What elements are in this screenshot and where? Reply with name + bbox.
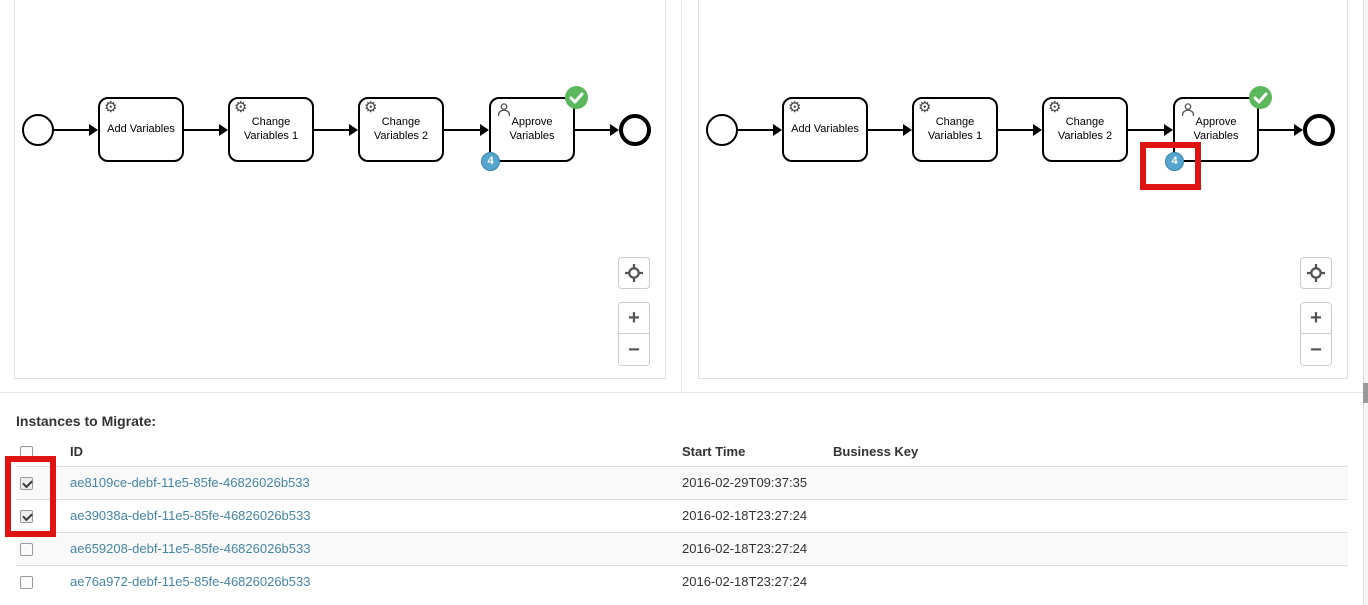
check-icon (569, 92, 584, 104)
zoom-reset-button[interactable] (618, 257, 650, 289)
sequence-flow (575, 129, 610, 131)
red-highlight-rectangle-checkboxes (5, 456, 56, 537)
source-diagram-panel: ⚙ Add Variables ⚙ Change Variables 1 ⚙ C… (14, 0, 666, 379)
instance-checkbox[interactable] (20, 576, 33, 590)
task-approve-variables[interactable]: Approve Variables 4 (481, 86, 588, 171)
instance-id-link[interactable]: ae39038a-debf-11e5-85fe-46826026b533 (70, 508, 311, 523)
instance-row: ae39038a-debf-11e5-85fe-46826026b533 201… (16, 499, 1348, 532)
zoom-button-group: + − (1300, 302, 1332, 366)
sequence-flow-arrowhead (219, 124, 228, 136)
instance-id-link[interactable]: ae8109ce-debf-11e5-85fe-46826026b533 (70, 475, 310, 490)
sequence-flow-arrowhead (1033, 124, 1042, 136)
sequence-flow (738, 129, 774, 131)
task-change-variables-2[interactable]: ⚙ Change Variables 2 (1042, 97, 1128, 162)
service-task-gear-icon: ⚙ (918, 99, 932, 116)
sequence-flow (1259, 129, 1294, 131)
task-label: Change Variables 2 (1057, 115, 1113, 142)
instance-checkbox[interactable] (20, 543, 33, 557)
sequence-flow-arrowhead (773, 124, 782, 136)
task-label: Change Variables 2 (373, 115, 429, 142)
sequence-flow (54, 129, 90, 131)
service-task-gear-icon: ⚙ (788, 99, 802, 116)
task-label: Change Variables 1 (243, 115, 299, 142)
zoom-out-button[interactable]: − (1301, 334, 1331, 365)
sequence-flow (998, 129, 1033, 131)
instance-checkbox[interactable] (20, 477, 33, 491)
end-event (1303, 114, 1335, 146)
task-label: Approve Variables (509, 115, 555, 142)
instance-count-badge: 4 (1165, 152, 1184, 171)
column-header-start-time: Start Time (674, 438, 825, 467)
instances-table: ID Start Time Business Key ae8109ce-debf… (16, 438, 1348, 598)
instance-start-time: 2016-02-29T09:37:35 (682, 475, 808, 490)
sequence-flow (314, 129, 349, 131)
sequence-flow-arrowhead (1294, 124, 1303, 136)
zoom-in-button[interactable]: + (1301, 303, 1331, 334)
instance-row: ae659208-debf-11e5-85fe-46826026b533 201… (16, 532, 1348, 565)
instance-row: ae76a972-debf-11e5-85fe-46826026b533 201… (16, 565, 1348, 598)
start-event (706, 114, 738, 146)
column-header-id: ID (62, 438, 674, 467)
table-header-row: ID Start Time Business Key (16, 438, 1348, 467)
instance-count-badge: 4 (481, 152, 500, 171)
crosshair-move-icon (1307, 264, 1325, 282)
instance-row: ae8109ce-debf-11e5-85fe-46826026b533 201… (16, 466, 1348, 499)
sequence-flow-arrowhead (89, 124, 98, 136)
task-change-variables-1[interactable]: ⚙ Change Variables 1 (912, 97, 998, 162)
column-header-business-key: Business Key (825, 438, 1348, 467)
task-add-variables[interactable]: ⚙ Add Variables (782, 97, 868, 162)
instance-business-key (825, 565, 1348, 598)
instance-business-key (825, 466, 1348, 499)
sequence-flow (444, 129, 480, 131)
end-event (619, 114, 651, 146)
task-change-variables-2[interactable]: ⚙ Change Variables 2 (358, 97, 444, 162)
zoom-in-button[interactable]: + (619, 303, 649, 334)
zoom-out-button[interactable]: − (619, 334, 649, 365)
zoom-reset-button[interactable] (1300, 257, 1332, 289)
instance-business-key (825, 532, 1348, 565)
completed-check-badge (1249, 86, 1272, 109)
task-label: Approve Variables (1193, 115, 1239, 142)
instances-section: Instances to Migrate: ID Start Time Busi… (0, 392, 1368, 598)
user-task-icon (1181, 103, 1195, 116)
sequence-flow-arrowhead (1164, 124, 1173, 136)
instance-start-time: 2016-02-18T23:27:24 (682, 574, 808, 590)
zoom-button-group: + − (618, 302, 650, 366)
sequence-flow-arrowhead (480, 124, 489, 136)
sequence-flow (1128, 129, 1164, 131)
service-task-gear-icon: ⚙ (364, 99, 378, 116)
user-task-icon (497, 103, 511, 116)
sequence-flow-arrowhead (349, 124, 358, 136)
target-diagram-panel: ⚙ Add Variables ⚙ Change Variables 1 ⚙ C… (698, 0, 1348, 379)
completed-check-badge (565, 86, 588, 109)
service-task-gear-icon: ⚙ (104, 99, 118, 116)
column-divider (681, 0, 682, 392)
task-label: Add Variables (791, 122, 859, 135)
task-label: Add Variables (107, 122, 175, 135)
sequence-flow-arrowhead (610, 124, 619, 136)
instances-heading: Instances to Migrate: (16, 413, 157, 429)
task-approve-variables[interactable]: Approve Variables 4 (1165, 86, 1272, 171)
instance-start-time: 2016-02-18T23:27:24 (682, 541, 808, 556)
task-add-variables[interactable]: ⚙ Add Variables (98, 97, 184, 162)
instance-id-link[interactable]: ae76a972-debf-11e5-85fe-46826026b533 (70, 574, 311, 590)
check-icon (1253, 92, 1268, 104)
instance-business-key (825, 499, 1348, 532)
start-event (22, 114, 54, 146)
sequence-flow-arrowhead (903, 124, 912, 136)
instance-checkbox[interactable] (20, 510, 33, 524)
sequence-flow (868, 129, 903, 131)
red-highlight-rectangle-badge (1140, 142, 1201, 190)
scrollbar-thumb[interactable] (1363, 383, 1368, 403)
sequence-flow (184, 129, 219, 131)
vertical-scrollbar[interactable] (1363, 0, 1368, 605)
task-label: Change Variables 1 (927, 115, 983, 142)
instance-id-link[interactable]: ae659208-debf-11e5-85fe-46826026b533 (70, 541, 311, 556)
service-task-gear-icon: ⚙ (1048, 99, 1062, 116)
crosshair-move-icon (625, 264, 643, 282)
service-task-gear-icon: ⚙ (234, 99, 248, 116)
instance-start-time: 2016-02-18T23:27:24 (682, 508, 808, 523)
task-change-variables-1[interactable]: ⚙ Change Variables 1 (228, 97, 314, 162)
